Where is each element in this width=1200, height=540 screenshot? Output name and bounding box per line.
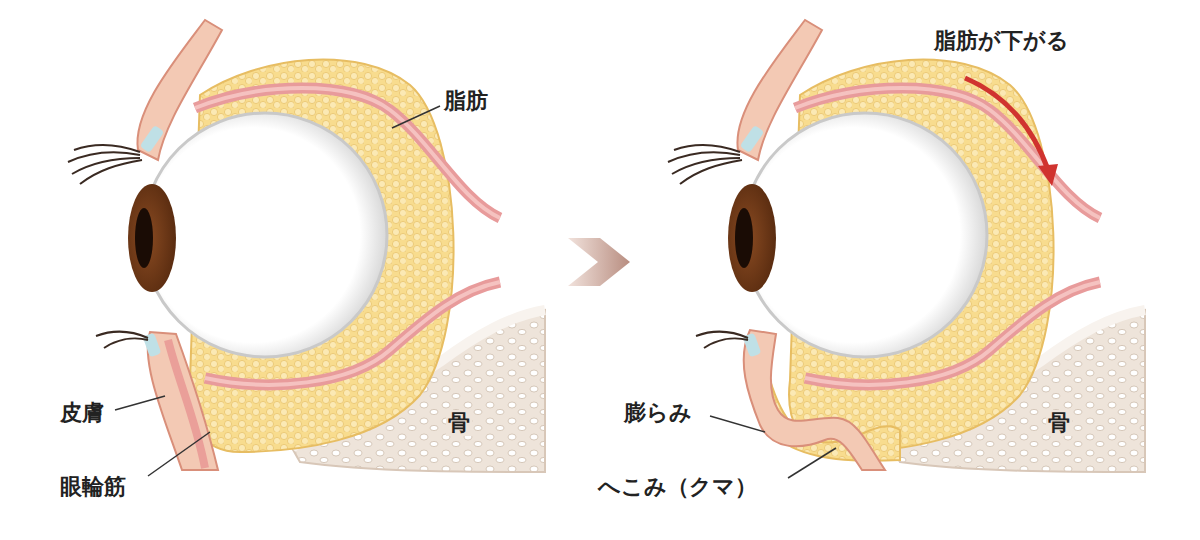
- part-label: 骨: [446, 410, 472, 436]
- part-label: 眼輪筋: [58, 474, 128, 500]
- annotation-label: 脂肪が下がる: [932, 28, 1071, 54]
- part-label: 脂肪: [442, 88, 490, 114]
- part-label: 骨: [1046, 410, 1072, 436]
- part-label: へこみ（クマ）: [596, 474, 759, 500]
- part-label: 膨らみ: [622, 400, 694, 426]
- part-label: 皮膚: [58, 400, 106, 426]
